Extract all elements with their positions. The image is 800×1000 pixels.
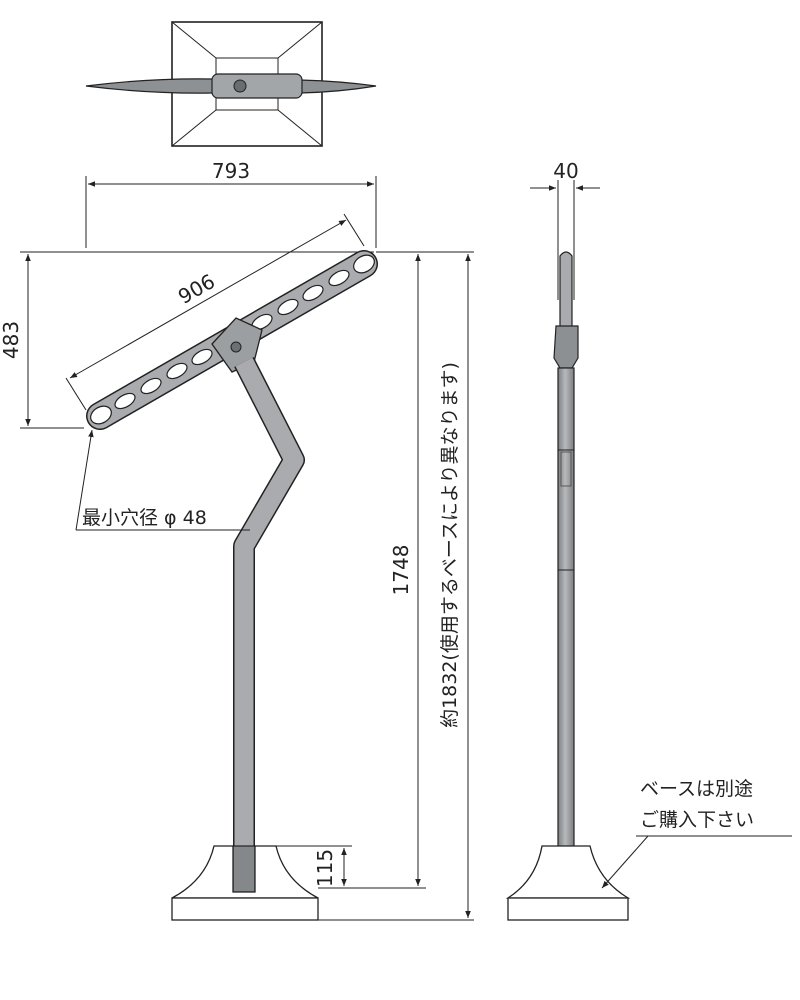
joint-bolt	[230, 341, 242, 353]
min-hole-label: 最小穴径 φ 48	[82, 507, 207, 529]
pole-front	[232, 357, 305, 893]
top-view-arm	[85, 73, 377, 99]
hanger-arm	[86, 250, 378, 430]
base-note-line1: ベースは別途	[640, 778, 753, 800]
dim-1748: 1748	[318, 251, 426, 889]
dim-115-label: 115	[313, 849, 337, 887]
dim-115: 115	[260, 845, 352, 887]
hanger-holes	[90, 254, 375, 425]
base-note-callout: ベースは別途 ご購入下さい	[601, 778, 792, 889]
base-note-line2: ご購入下さい	[640, 809, 754, 831]
front-view: 793 483 906	[0, 159, 474, 921]
dim-483-label: 483	[0, 321, 23, 359]
min-hole-callout: 最小穴径 φ 48	[75, 429, 250, 531]
top-view	[85, 21, 377, 147]
side-view: 40 ベースは別途 ご購入下さい	[505, 159, 792, 921]
dim-40-label: 40	[553, 159, 578, 183]
dim-906-label: 906	[174, 269, 219, 309]
base-front	[171, 845, 319, 921]
dim-906: 906	[65, 213, 365, 411]
dim-40: 40	[530, 159, 600, 300]
dim-total: 約1832(使用するベースにより異なります)	[318, 251, 474, 921]
pole-insert-section	[232, 845, 256, 893]
dim-793: 793	[85, 159, 377, 248]
dim-793-label: 793	[212, 159, 250, 183]
total-height-label: 約1832(使用するベースにより異なります)	[439, 362, 461, 728]
base-side	[505, 845, 631, 921]
side-pole	[557, 367, 575, 849]
dim-1748-label: 1748	[389, 545, 413, 596]
side-arm	[553, 251, 579, 369]
